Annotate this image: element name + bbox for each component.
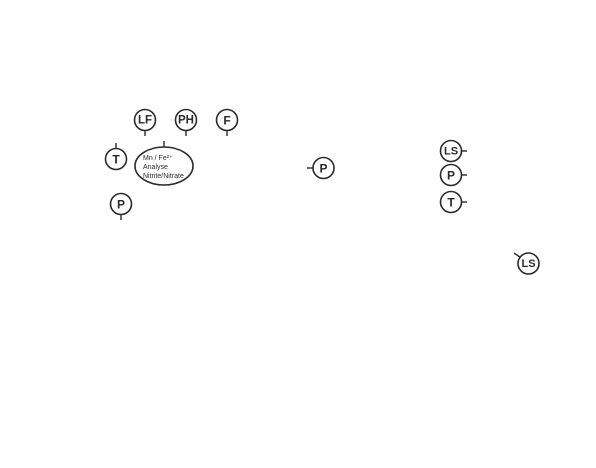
p-sensor-left[interactable]: P <box>109 192 133 221</box>
t-right-label: T <box>447 196 455 210</box>
f-sensor[interactable]: F <box>215 108 239 137</box>
t-sensor-right[interactable]: T <box>439 190 468 214</box>
t-left-label: T <box>112 153 120 167</box>
analyser-line-3: Nitrite/Nitrate <box>143 173 184 180</box>
f-label: F <box>223 114 230 128</box>
t-sensor-left[interactable]: T <box>104 143 128 171</box>
p-left-label: P <box>117 198 125 212</box>
analyser-unit[interactable]: Mn / Fe²⁺ Analyse Nitrite/Nitrate <box>134 141 194 186</box>
ls-sensor-lower[interactable]: LS <box>513 252 540 275</box>
analyser-line-2: Analyse <box>143 164 168 171</box>
p-middle-label: P <box>319 162 327 176</box>
p-sensor-middle[interactable]: P <box>307 156 335 180</box>
analyser-line-1: Mn / Fe²⁺ <box>143 155 173 162</box>
ls-sensor-right[interactable]: LS <box>439 139 468 163</box>
p-sensor-right[interactable]: P <box>439 163 468 187</box>
ls-right-label: LS <box>444 146 458 158</box>
lf-sensor[interactable]: LF <box>133 108 157 137</box>
p-right-label: P <box>447 169 455 183</box>
ph-sensor[interactable]: PH <box>174 108 198 137</box>
ls-lower-label: LS <box>521 258 535 270</box>
ph-label: PH <box>178 115 194 127</box>
lf-label: LF <box>138 115 152 127</box>
